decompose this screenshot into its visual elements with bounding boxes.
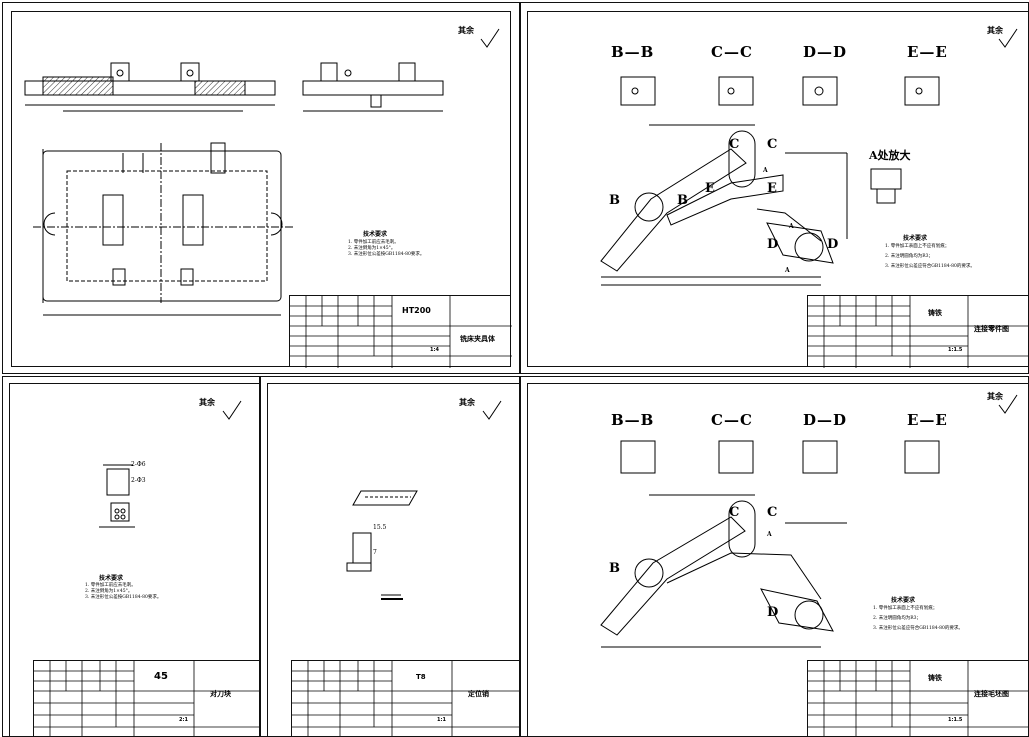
tech-line: 1. 零件加工前应去毛刺。 <box>85 583 136 588</box>
title-block: 45 对刀块 2:1 <box>33 660 259 736</box>
tech-line: 2. 未注倒角为1×45°。 <box>348 246 396 251</box>
section-label-d: D—D <box>803 43 848 61</box>
sheet-fixture-body: 其余 <box>2 2 520 374</box>
sheet-connecting-part: 其余 B—B C—C D—D E—E <box>520 2 1029 374</box>
sheet-border <box>11 11 511 367</box>
tech-title: 技术要求 <box>363 231 388 238</box>
connecting-blank-drawing <box>600 394 1018 648</box>
tech-title: 技术要求 <box>891 597 916 604</box>
material-label: HT200 <box>402 306 431 315</box>
sheet-locating-pin: 其余 15.5 7 T8 定位销 1:1 <box>260 376 520 737</box>
roughness-note: 其余 <box>987 392 1003 401</box>
mark-d2: D <box>827 237 839 252</box>
mark-d1: D <box>767 237 779 252</box>
title-block: T8 定位销 1:1 <box>291 660 519 736</box>
part-name: 铣床夹具体 <box>460 335 495 343</box>
sheet-border <box>527 383 1028 736</box>
roughness-note: 其余 <box>199 398 215 407</box>
tech-line: 1. 零件加工表面上不应有划痕； <box>873 606 938 611</box>
title-block: 铸铁 连接零件图 1:1.5 <box>807 295 1028 368</box>
tech-line: 1. 零件加工表面上不应有划痕； <box>885 244 950 249</box>
tool-block-drawing <box>99 400 242 528</box>
mark-b1: B <box>609 193 620 208</box>
mark-e2: E <box>767 181 777 196</box>
section-label-e: E—E <box>907 411 948 429</box>
tech-line: 3. 未注形位公差按GB1184-80要求。 <box>85 595 162 600</box>
mark-c1: C <box>729 137 740 152</box>
roughness-note: 其余 <box>459 398 475 407</box>
tech-line: 2. 未注明圆角均为R3； <box>873 616 921 621</box>
material-label: T8 <box>416 673 426 681</box>
material-label: 铸铁 <box>928 674 942 682</box>
mark-d1: D <box>767 605 779 620</box>
section-label-d: D—D <box>803 411 848 429</box>
mark-c2: C <box>767 505 778 520</box>
mark-c2: C <box>767 137 778 152</box>
section-label-b: B—B <box>611 411 655 429</box>
section-label-e: E—E <box>907 43 948 61</box>
scale: 2:1 <box>179 717 188 723</box>
scale: 1:1.5 <box>948 347 963 353</box>
tech-line: 3. 未注形位公差应符合GB1184-80的要求。 <box>885 264 975 269</box>
tech-line: 2. 未注明圆角均为R3； <box>885 254 933 259</box>
mark-a1: A <box>767 531 772 538</box>
tech-line: 2. 未注倒角为1×45°。 <box>85 589 133 594</box>
tech-title: 技术要求 <box>903 235 928 242</box>
scale: 1:4 <box>430 347 439 353</box>
roughness-note: 其余 <box>987 26 1003 35</box>
material-label: 45 <box>154 671 168 682</box>
scale: 1:1 <box>437 717 446 723</box>
part-name: 连接零件图 <box>974 325 1009 333</box>
connecting-part-drawing <box>600 28 1018 286</box>
dim-label: 15.5 <box>373 524 387 531</box>
sheet-border <box>9 383 259 736</box>
mark-b1: B <box>609 561 620 576</box>
title-block: 铸铁 连接毛坯图 1:1.5 <box>807 660 1028 736</box>
fixture-body-drawing <box>24 28 500 316</box>
sheet-connecting-blank: 其余 B—B C—C D—D E—E C C <box>520 376 1029 737</box>
section-label-c: C—C <box>711 411 753 429</box>
part-name: 对刀块 <box>210 690 231 698</box>
mark-c1: C <box>729 505 740 520</box>
mark-a1: A <box>763 167 768 174</box>
sheet-border <box>267 383 519 736</box>
tech-line: 1. 零件加工前应去毛刺。 <box>348 240 399 245</box>
dim-label: 2-Φ6 <box>131 461 146 468</box>
part-name: 连接毛坯图 <box>974 690 1009 698</box>
part-name: 定位销 <box>468 690 489 698</box>
mark-a2: A <box>785 267 790 274</box>
scale: 1:1.5 <box>948 717 963 723</box>
title-block: HT200 铣床夹具体 1:4 <box>289 295 512 368</box>
dim-label: 7 <box>373 549 377 556</box>
mark-a3: A <box>789 223 794 230</box>
material-label: 铸铁 <box>928 309 942 317</box>
tech-title: 技术要求 <box>99 575 124 582</box>
detail-title: A处放大 <box>869 149 911 162</box>
mark-b2: B <box>677 193 688 208</box>
section-label-c: C—C <box>711 43 753 61</box>
tech-line: 3. 未注形位公差应符合GB1184-80的要求。 <box>873 626 963 631</box>
sheet-tool-setting-block: 其余 2-Φ6 2-Φ3 技术要求 1. 零件加工前应去毛刺。 2. 未注倒角为… <box>2 376 260 737</box>
mark-e1: E <box>705 181 715 196</box>
dim-label: 2-Φ3 <box>131 477 146 484</box>
locating-pin-drawing <box>346 400 502 600</box>
sheet-border <box>527 11 1028 367</box>
roughness-note: 其余 <box>458 26 474 35</box>
tech-line: 3. 未注形位公差按GB1184-80要求。 <box>348 252 425 257</box>
section-label-b: B—B <box>611 43 655 61</box>
